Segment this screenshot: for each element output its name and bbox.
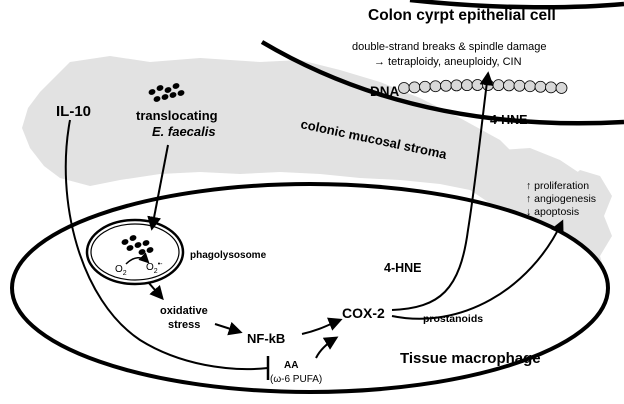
- colonic-stroma-region: [22, 56, 612, 300]
- dna-bead: [429, 80, 442, 93]
- arrow-aa-to-cox2: [315, 336, 339, 359]
- dna-bead: [524, 80, 536, 93]
- superoxide-label: O2•-: [146, 261, 163, 275]
- prostanoids-label: prostanoids: [423, 313, 483, 325]
- epithelial-cell-membrane: [260, 40, 624, 126]
- arrow-cox2-to-effects: [391, 219, 564, 320]
- hne-mid-label: 4-HNE: [384, 261, 422, 275]
- dna-bead: [503, 79, 515, 92]
- dna-bead: [419, 80, 431, 93]
- dna-bead: [408, 81, 421, 94]
- cox2-label: COX-2: [342, 305, 385, 321]
- damage-line-2: → tetraploidy, aneuploidy, CIN: [374, 56, 522, 68]
- dna-bead: [398, 82, 410, 94]
- dna-bead: [450, 79, 463, 92]
- il10-label: IL-10: [56, 103, 91, 120]
- effects-list: ↑ proliferation ↑ angiogenesis ↓ apoptos…: [526, 180, 596, 218]
- dna-bead: [461, 79, 473, 92]
- species-label: E. faecalis: [152, 124, 216, 139]
- arrow-phagolysosome-to-stress: [147, 281, 164, 301]
- bacteria-translocating-icon: [148, 83, 185, 102]
- arrow-bacteria-to-phagolysosome: [147, 144, 169, 231]
- dna-bead: [492, 79, 505, 92]
- dna-bead: [534, 80, 547, 93]
- dna-bead: [471, 79, 484, 91]
- phagolysosome-vesicle: [85, 218, 185, 286]
- bacteria-engulfed-icon: [121, 235, 154, 255]
- arrow-nfkb-to-cox2: [301, 317, 343, 335]
- dna-bead: [513, 79, 526, 92]
- arrow-cox2-to-dna: [391, 71, 494, 311]
- damage-line-1: double-strand breaks & spindle damage: [352, 41, 546, 53]
- nfkb-label: NF-kB: [247, 331, 285, 346]
- il10-inhibition-line: [64, 119, 269, 371]
- effect-item: ↑ proliferation: [526, 180, 589, 192]
- pufa-label: (ω-6 PUFA): [270, 374, 322, 385]
- macrophage-label: Tissue macrophage: [400, 350, 541, 367]
- arrow-o2-to-superoxide: [125, 252, 150, 265]
- dna-bead: [545, 81, 557, 94]
- dna-bead: [555, 82, 568, 94]
- hne-top-label: 4-HNE: [490, 113, 528, 127]
- cell-title: Colon cyrpt epithelial cell: [368, 7, 556, 24]
- effect-item: ↑ angiogenesis: [526, 193, 596, 205]
- oxygen-label: O2: [115, 264, 127, 277]
- dna-bead: [440, 79, 452, 92]
- aa-label: AA: [284, 360, 298, 371]
- phagolysosome-label: phagolysosome: [190, 250, 267, 261]
- oxidative-label: oxidative: [160, 305, 208, 317]
- dna-label: DNA: [370, 84, 399, 99]
- arrow-stress-to-nfkb: [214, 321, 243, 336]
- effect-item: ↓ apoptosis: [526, 206, 579, 218]
- stress-label: stress: [168, 319, 200, 331]
- dna-strand: [398, 79, 568, 94]
- translocating-label: translocating: [136, 108, 218, 123]
- epithelial-cell-membrane-top: [409, 0, 624, 10]
